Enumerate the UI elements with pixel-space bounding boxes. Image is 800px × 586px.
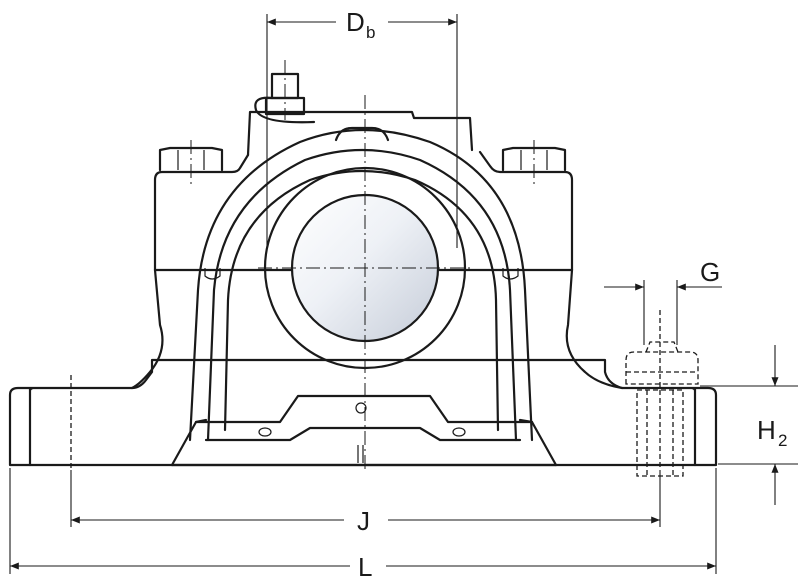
dimension-g: G (604, 257, 722, 345)
label-j: J (357, 506, 370, 536)
label-g: G (700, 257, 720, 287)
hole-centres (70, 310, 661, 470)
dimension-h2: H 2 (700, 345, 798, 505)
dimension-db: D b (266, 7, 458, 248)
centre-lines (190, 60, 535, 470)
label-h2-sub: 2 (778, 431, 787, 450)
label-h2-main: H (757, 415, 776, 445)
housing-arches (188, 126, 534, 442)
label-db-sub: b (366, 23, 375, 42)
housing-base (8, 358, 718, 467)
foundation-bolt (625, 341, 699, 477)
dimension-l: L (9, 468, 717, 582)
label-l: L (358, 552, 372, 582)
lower-rib (194, 394, 534, 463)
dimension-j: J (70, 470, 661, 536)
label-db-main: D (346, 7, 365, 37)
